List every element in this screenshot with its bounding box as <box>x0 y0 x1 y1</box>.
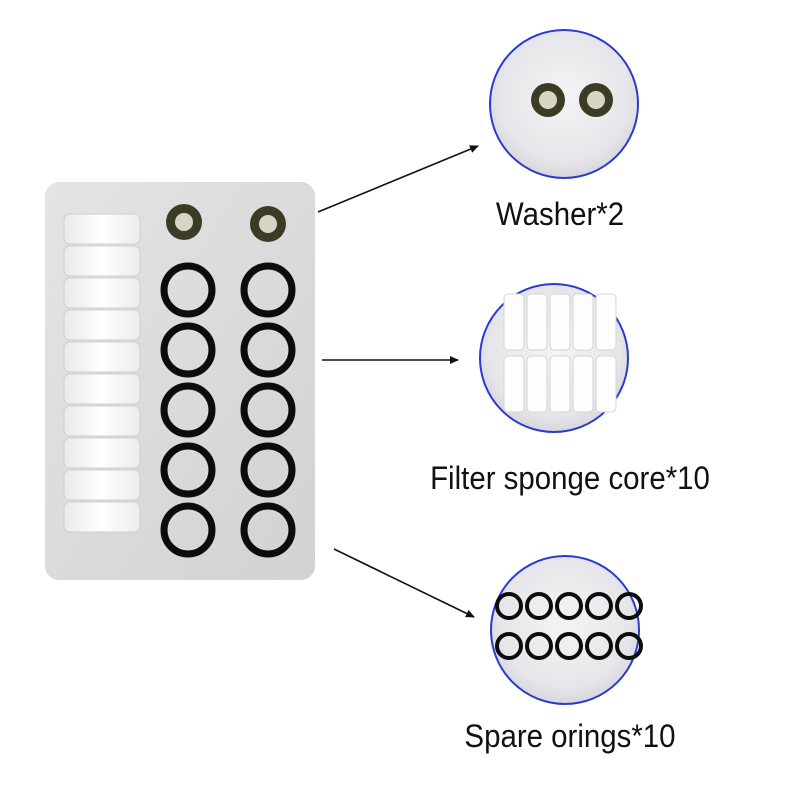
panel-oring <box>240 382 296 438</box>
panel-sponge <box>63 245 141 277</box>
zoom-oring <box>525 632 553 660</box>
panel-oring <box>240 322 296 378</box>
panel-oring <box>240 502 296 558</box>
sponge-label: Filter sponge core*10 <box>430 460 710 496</box>
zoom-sponge <box>549 293 571 351</box>
panel-oring <box>240 262 296 318</box>
kit-photo-panel <box>45 182 315 580</box>
oring-zoom-circle <box>490 555 643 705</box>
panel-washer-2 <box>250 206 286 242</box>
zoom-sponges <box>503 293 617 413</box>
panel-orings <box>160 262 296 558</box>
orings-label: Spare orings*10 <box>464 718 676 754</box>
zoom-oring <box>585 592 613 620</box>
panel-oring <box>160 502 216 558</box>
zoom-oring <box>615 632 643 660</box>
panel-oring <box>160 382 216 438</box>
washer-label: Washer*2 <box>495 196 625 232</box>
zoom-sponge <box>503 293 525 351</box>
panel-oring <box>160 262 216 318</box>
zoom-oring <box>495 632 523 660</box>
arrow-to-washer <box>317 145 479 213</box>
zoom-oring <box>555 592 583 620</box>
panel-washer-1 <box>166 204 202 240</box>
zoom-washer-2 <box>579 83 613 117</box>
zoom-washer-1 <box>531 83 565 117</box>
zoom-sponge <box>572 355 594 413</box>
panel-sponge <box>63 213 141 245</box>
washer-zoom-circle <box>489 29 639 179</box>
panel-sponge <box>63 309 141 341</box>
zoom-sponge <box>572 293 594 351</box>
zoom-sponge <box>595 355 617 413</box>
zoom-oring <box>555 632 583 660</box>
zoom-oring <box>495 592 523 620</box>
panel-sponge <box>63 341 141 373</box>
zoom-sponge <box>595 293 617 351</box>
panel-oring <box>160 442 216 498</box>
zoom-oring <box>585 632 613 660</box>
arrow-to-orings <box>333 548 475 618</box>
panel-sponge <box>63 469 141 501</box>
zoom-sponge <box>526 293 548 351</box>
panel-sponge <box>63 277 141 309</box>
panel-sponge <box>63 373 141 405</box>
sponge-zoom-circle <box>479 283 629 433</box>
zoom-oring <box>525 592 553 620</box>
zoom-orings <box>495 592 643 660</box>
sponge-stack <box>63 213 141 533</box>
zoom-sponge <box>526 355 548 413</box>
zoom-sponge <box>503 355 525 413</box>
panel-oring <box>160 322 216 378</box>
panel-sponge <box>63 405 141 437</box>
zoom-sponge <box>549 355 571 413</box>
panel-sponge <box>63 501 141 533</box>
panel-oring <box>240 442 296 498</box>
panel-sponge <box>63 437 141 469</box>
zoom-oring <box>615 592 643 620</box>
